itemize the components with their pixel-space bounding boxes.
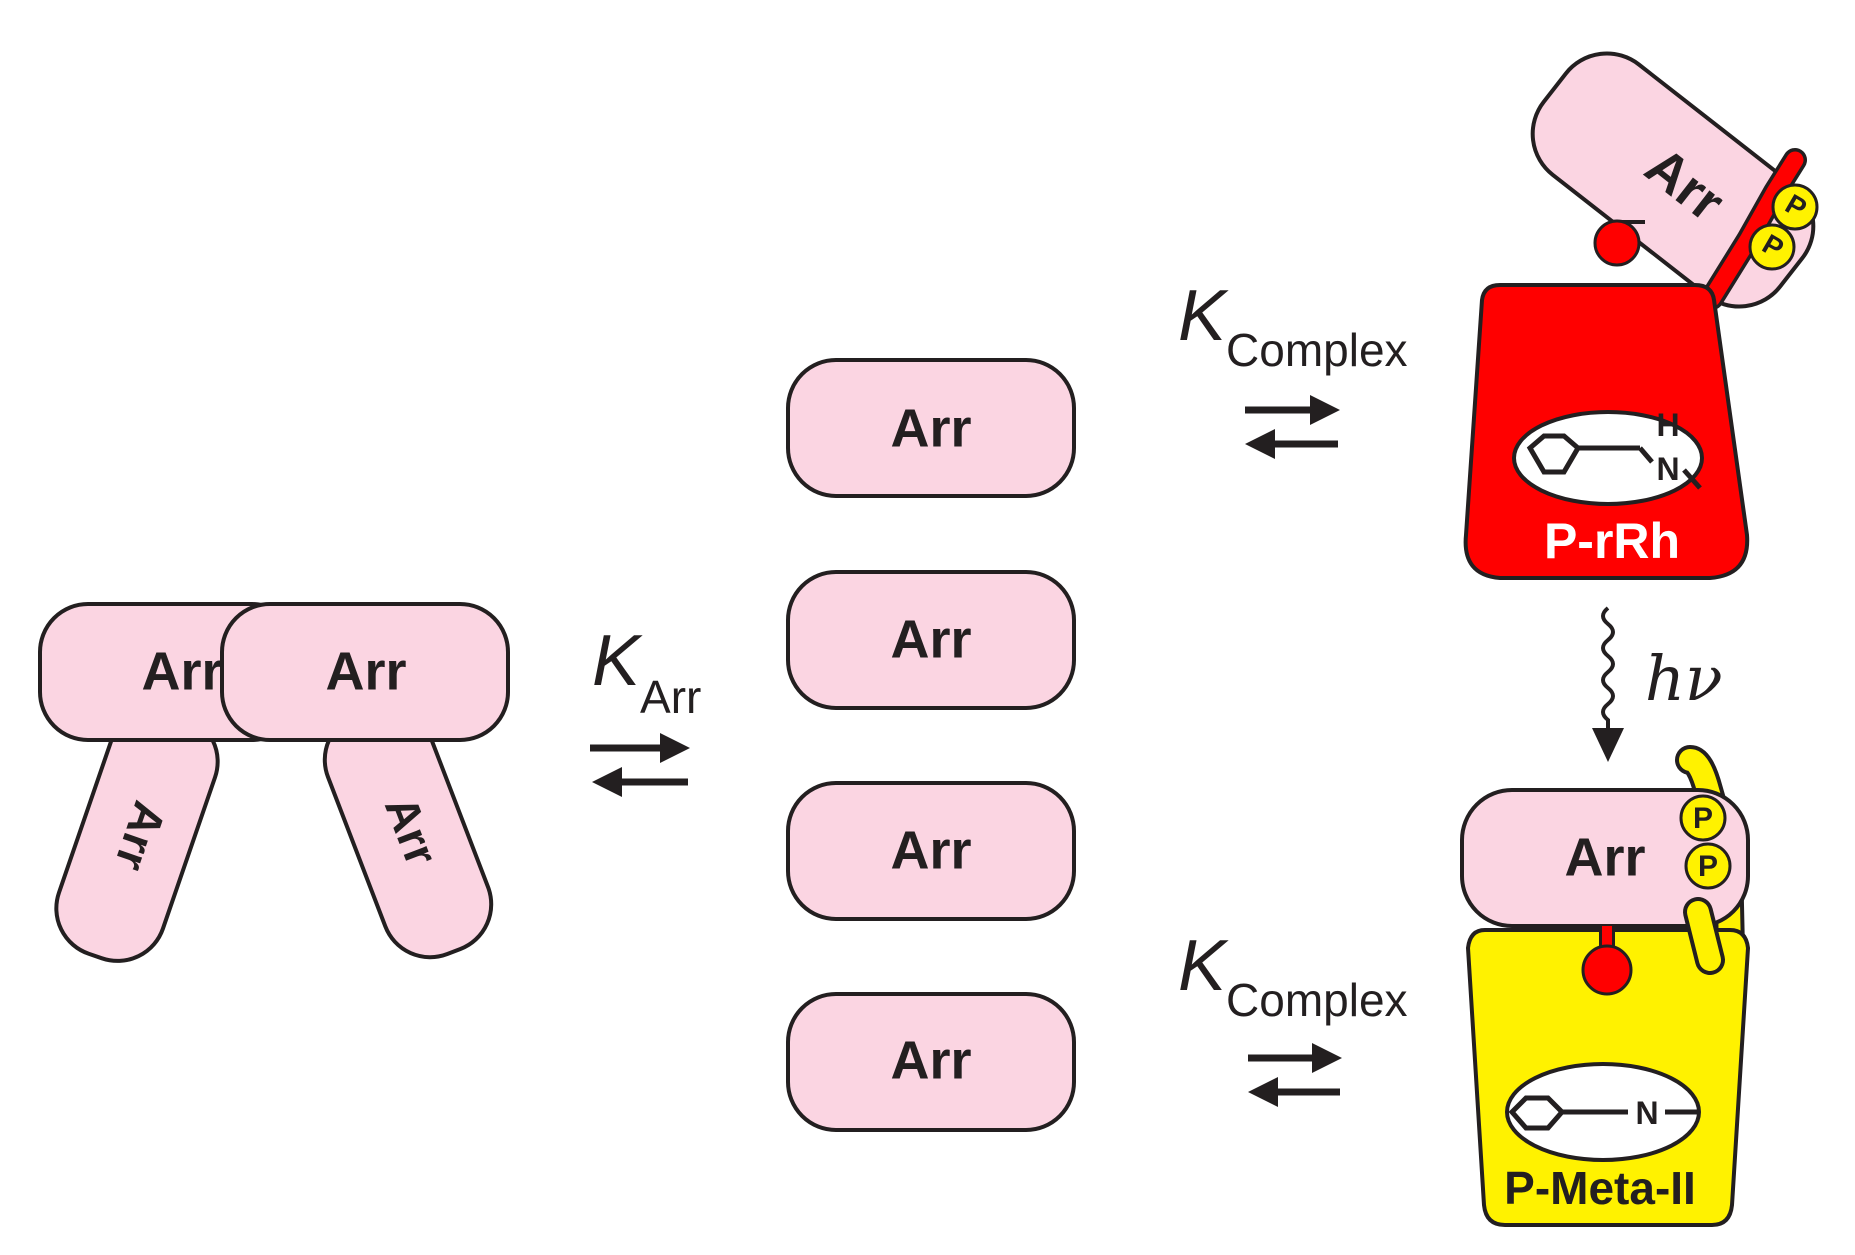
arrestin-tetramer: Arr Arr Arr Arr — [38, 602, 510, 963]
p-meta-ii-label: P-Meta-II — [1504, 1162, 1696, 1214]
arrestin-label: Arr — [1564, 827, 1645, 887]
p-rrh-arrestin-complex: Arr P P H N P-rRh — [1463, 51, 1819, 580]
arrestin-label: Arr — [890, 609, 971, 669]
arrestin-monomers: Arr Arr Arr Arr — [786, 358, 1076, 1132]
p-meta-ii-arrestin-complex: Arr P P N P-Meta-II — [1460, 745, 1751, 1227]
arrestin-label: Arr — [141, 641, 222, 701]
phosphate-group: P — [1748, 223, 1796, 271]
equilibrium-arrows — [590, 733, 690, 797]
arrestin-tetramer-bottom-right: Arr — [322, 704, 494, 960]
arrestin-monomer: Arr — [786, 570, 1076, 710]
light-activation: hν — [1592, 606, 1723, 762]
atom-h: H — [1656, 407, 1679, 443]
arrestin-label: Arr — [890, 820, 971, 880]
k-complex-label: KComplex — [1178, 276, 1408, 376]
phosphate-group: P — [1771, 183, 1819, 231]
k-arr-equilibrium: KArr — [590, 621, 701, 797]
arrestin-label: Arr — [890, 1030, 971, 1090]
rhodopsin-loop-knob — [1581, 944, 1633, 996]
equilibrium-arrows — [1248, 1043, 1342, 1107]
rhodopsin-loop-knob — [1593, 219, 1641, 267]
phosphate-group: P — [1684, 842, 1732, 890]
atom-n: N — [1635, 1095, 1658, 1131]
arrestin-tetramer-bottom-left: Arr — [54, 707, 220, 963]
p-rrh-label: P-rRh — [1544, 513, 1680, 569]
atom-n: N — [1656, 451, 1679, 487]
arrestin-label: Arr — [325, 641, 406, 701]
arrestin-monomer: Arr — [786, 358, 1076, 498]
arrestin-bound: Arr — [1460, 788, 1750, 928]
svg-text:P: P — [1698, 850, 1718, 883]
k-complex-label: KComplex — [1178, 926, 1408, 1026]
wavy-arrow — [1601, 606, 1615, 730]
k-complex-equilibrium-bottom: KComplex — [1178, 926, 1408, 1107]
k-arr-label: KArr — [592, 621, 701, 723]
arrestin-tetramer-top-right: Arr — [220, 602, 510, 742]
phosphate-group: P — [1679, 794, 1727, 842]
light-label: hν — [1645, 642, 1723, 715]
arrestin-monomer: Arr — [786, 781, 1076, 921]
arrestin-monomer: Arr — [786, 992, 1076, 1132]
arrestin-label: Arr — [890, 398, 971, 458]
equilibrium-arrows — [1245, 395, 1340, 459]
svg-text:P: P — [1693, 802, 1713, 835]
k-complex-equilibrium-top: KComplex — [1178, 276, 1408, 459]
